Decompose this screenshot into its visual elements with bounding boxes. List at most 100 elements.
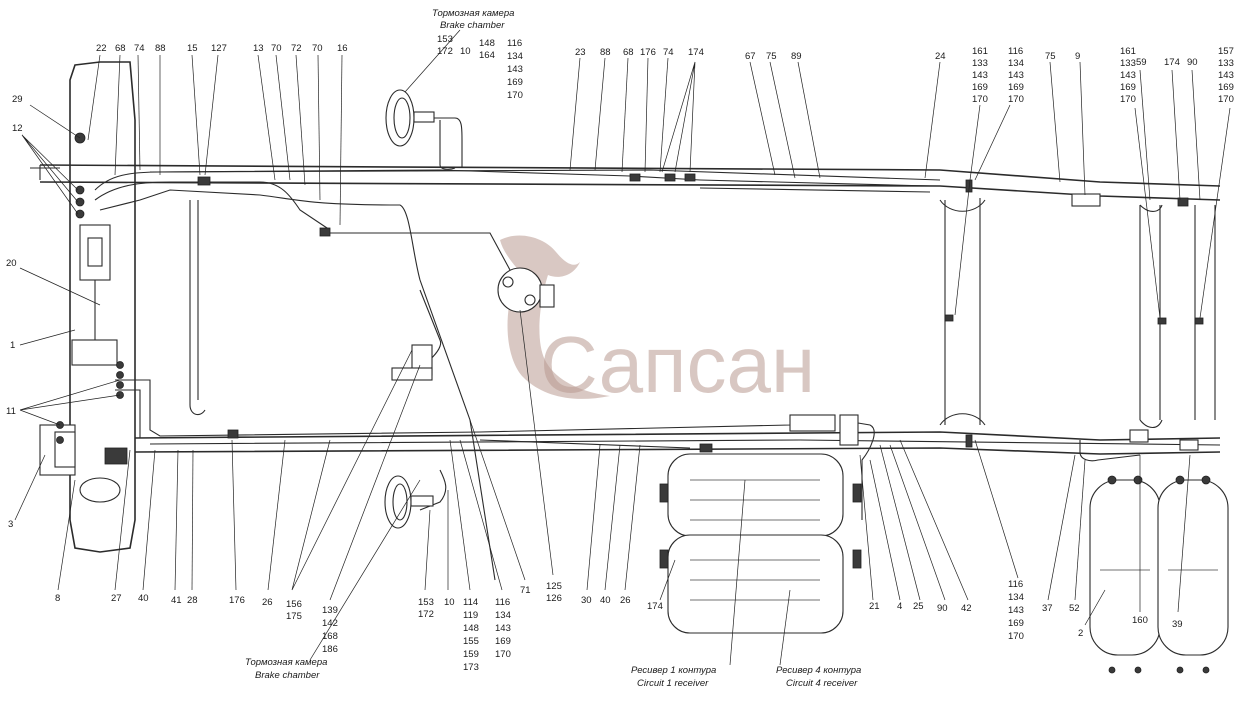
label-part: 170 [972,94,988,105]
label-part: 90 [937,603,948,614]
label-part: 41 [171,595,182,606]
label-part: 16 [337,43,348,54]
caption-receiver4-ru: Ресивер 4 контура [776,665,861,676]
label-part: 22 [96,43,107,54]
label-part: 153 [437,34,453,45]
label-part: 174 [688,47,704,58]
label-part: 161 [972,46,988,57]
label-part: 67 [745,51,756,62]
label-part: 133 [1120,58,1136,69]
label-part: 143 [507,64,523,75]
label-part: 172 [418,609,434,620]
relay-valve [391,267,555,381]
label-part: 143 [1120,70,1136,81]
fittings [197,173,1204,453]
label-part: 134 [1008,592,1024,603]
label-part: 143 [1008,70,1024,81]
label-part: 75 [1045,51,1056,62]
label-part: 116 [1008,579,1023,590]
label-part: 114 [463,597,478,608]
label-part: 3 [8,519,13,530]
label-part: 20 [6,258,17,269]
label-part: 170 [1120,94,1136,105]
caption-receiver1-ru: Ресивер 1 контура [631,665,716,676]
label-part: 42 [961,603,972,614]
brake-chamber-upper [385,89,435,147]
label-part: 148 [479,38,495,49]
label-part: 89 [791,51,802,62]
label-part: 26 [262,597,273,608]
label-part: 169 [1218,82,1234,93]
label-part: 134 [507,51,523,62]
label-part: 10 [444,597,455,608]
label-part: 160 [1132,615,1148,626]
label-part: 174 [647,601,663,612]
label-part: 170 [1008,631,1024,642]
label-part: 27 [111,593,122,604]
label-part: 116 [495,597,510,608]
label-part: 186 [322,644,338,655]
frame-rails [39,164,1221,455]
label-part: 134 [1008,58,1024,69]
label-part: 30 [581,595,592,606]
label-part: 88 [600,47,611,58]
label-part: 148 [463,623,479,634]
label-part: 133 [972,58,988,69]
label-part: 13 [253,43,264,54]
label-part: 24 [935,51,946,62]
left-labels: 29 12 20 1 11 3 8 [6,94,60,604]
label-part: 127 [211,43,227,54]
label-part: 164 [479,50,495,61]
label-part: 157 [1218,46,1234,57]
label-part: 40 [138,593,149,604]
label-part: 116 [1008,46,1023,57]
label-part: 70 [271,43,282,54]
stack-labels: 153 172 10 148 164 116 134 143 169 170 1… [437,34,1234,105]
label-part: 70 [312,43,323,54]
label-part: 169 [495,636,511,647]
label-part: 40 [600,595,611,606]
label-part: 15 [187,43,198,54]
label-part: 170 [507,90,523,101]
label-part: 153 [418,597,434,608]
label-part: 74 [134,43,145,54]
label-part: 12 [12,123,23,134]
label-part: 133 [1218,58,1234,69]
label-part: 143 [972,70,988,81]
label-part: 9 [1075,51,1080,62]
label-part: 90 [1187,57,1198,68]
label-part: 75 [766,51,777,62]
receivers-right [1089,429,1229,674]
caption-receiver4-en: Circuit 4 receiver [786,678,858,689]
label-part: 143 [1218,70,1234,81]
label-part: 72 [291,43,302,54]
label-part: 59 [1136,57,1147,68]
label-part: 155 [463,636,479,647]
label-part: 37 [1042,603,1053,614]
label-part: 169 [1008,82,1024,93]
caption-brake-bottom-ru: Тормозная камера [245,657,327,668]
valve-block [39,132,128,476]
label-part: 170 [495,649,511,660]
label-part: 11 [6,406,16,417]
label-part: 170 [1008,94,1024,105]
label-part: 175 [286,611,302,622]
receivers-circuit-1-4 [659,414,862,634]
brake-chamber-lower [384,475,434,529]
label-part: 142 [322,618,338,629]
watermark-text: Сапсан [540,320,815,409]
label-part: 169 [972,82,988,93]
caption-brake-top-en: Brake chamber [440,20,505,31]
label-part: 68 [115,43,126,54]
label-part: 143 [1008,605,1024,616]
top-labels: 22 68 74 88 15 127 13 70 72 70 16 23 88 … [96,43,1198,68]
label-part: 116 [507,38,522,49]
label-part: 21 [869,601,880,612]
label-part: 8 [55,593,60,604]
label-part: 88 [155,43,166,54]
leader-lines [14,29,1231,666]
label-part: 39 [1172,619,1183,630]
label-part: 174 [1164,57,1180,68]
